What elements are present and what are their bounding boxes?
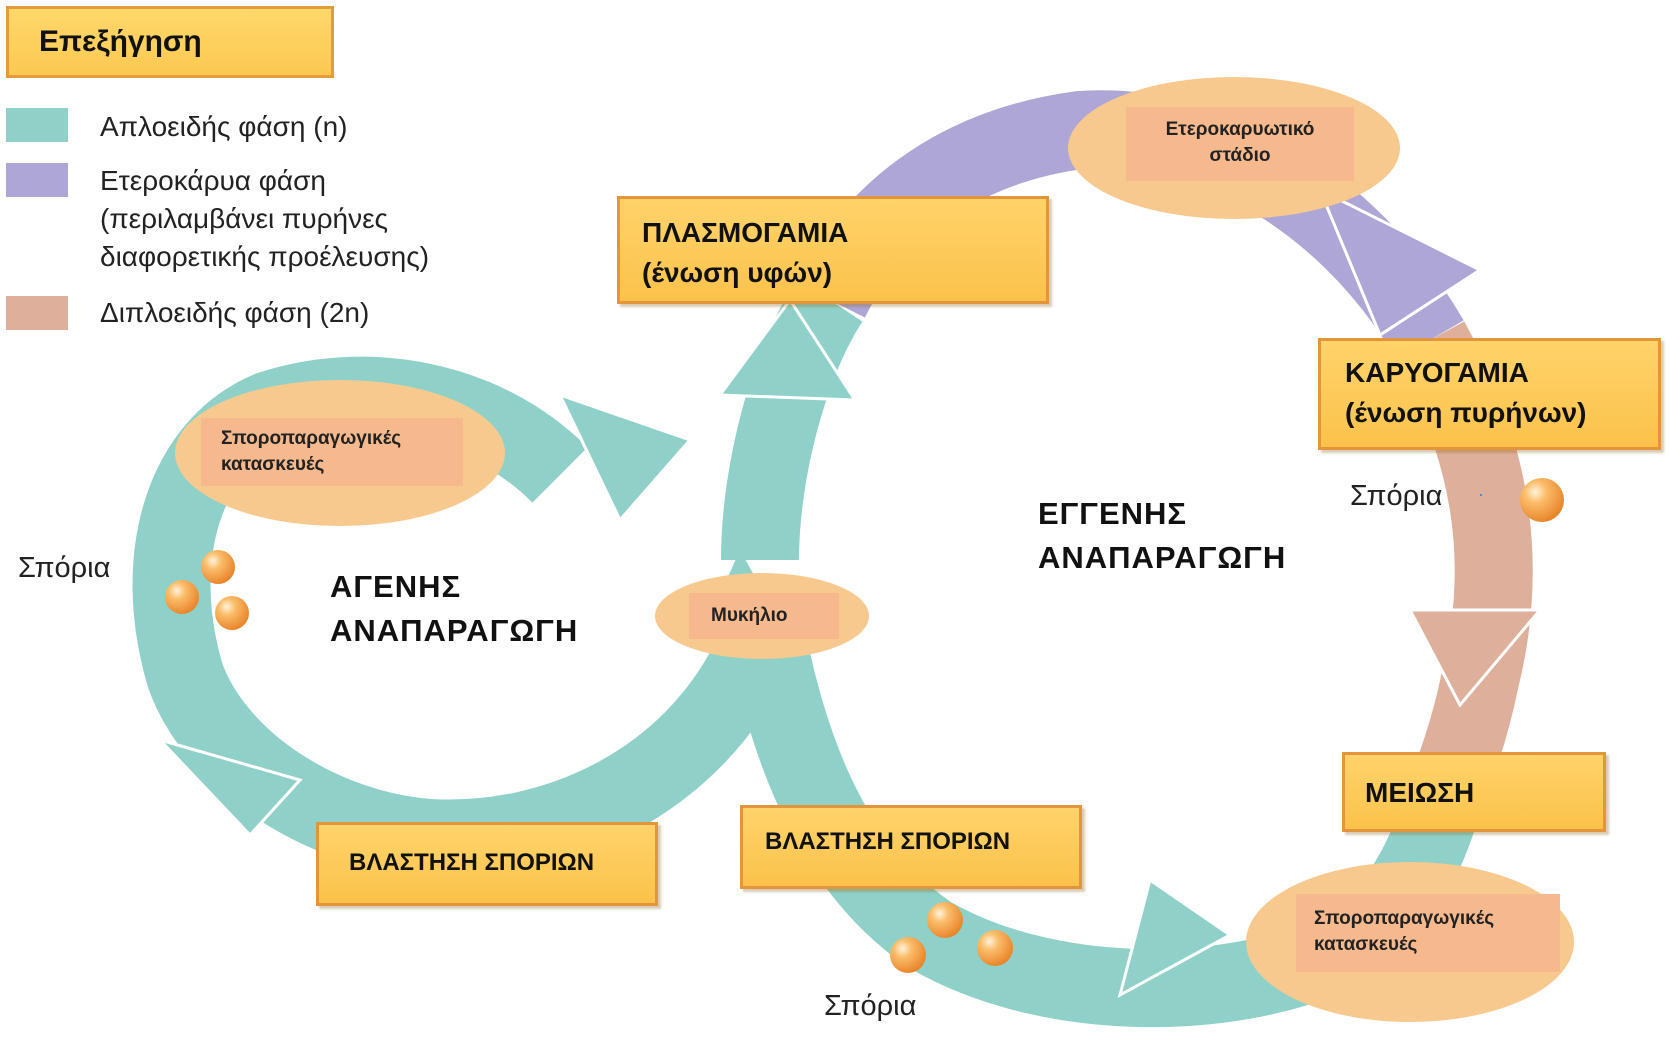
stage-subtitle: (ένωση πυρήνων): [1345, 397, 1587, 428]
arrowhead-asexual-bottom: [155, 737, 303, 838]
spore: [1520, 478, 1564, 522]
legend-swatch-diploid: [6, 296, 68, 330]
legend-label-haploid: Απλοειδής φάση (n): [100, 108, 347, 146]
legend-swatch-dikaryotic: [6, 163, 68, 197]
spores-label-right: Σπόρια: [1350, 480, 1443, 512]
spores-bottom: [890, 902, 1013, 973]
arrowhead-bottom: [1117, 877, 1233, 998]
oval-line: κατασκευές: [1314, 934, 1418, 955]
asexual-reproduction-label: ΑΓΕΝΗΣ ΑΝΑΠΑΡΑΓΩΓΗ: [330, 565, 578, 653]
oval-line: στάδιο: [1209, 145, 1271, 166]
arrowhead-plasmogamy: [717, 297, 858, 402]
oval-heterokaryotic-stage: Ετεροκαρυωτικό στάδιο: [1068, 77, 1400, 219]
legend-line: Απλοειδής φάση (n): [100, 111, 348, 142]
legend-label-diploid: Διπλοειδής φάση (2n): [100, 294, 369, 332]
oval-line: Ετεροκαρυωτικό: [1165, 119, 1315, 140]
sexual-reproduction-label: ΕΓΓΕΝΗΣ ΑΝΑΠΑΡΑΓΩΓΗ: [1038, 492, 1286, 580]
oval-line: Μυκήλιο: [711, 605, 788, 626]
label-line: ΑΝΑΠΑΡΑΓΩΓΗ: [330, 613, 579, 648]
legend-line: Διπλοειδής φάση (2n): [100, 297, 370, 328]
oval-sporangia-right: Σποροπαραγωγικές κατασκευές: [1246, 862, 1574, 1022]
spore: [165, 580, 199, 614]
stage-plasmogamy: ΠΛΑΣΜΟΓΑΜΙΑ (ένωση υφών): [617, 196, 1049, 304]
legend-title: Επεξήγηση: [6, 6, 334, 78]
spore: [977, 930, 1013, 966]
stage-title: ΚΑΡΥΟΓΑΜΙΑ: [1345, 357, 1529, 388]
legend-line: (περιλαμβάνει πυρήνες: [100, 203, 389, 234]
oval-sporangia-left: Σποροπαραγωγικές κατασκευές: [175, 380, 505, 526]
oval-line: κατασκευές: [221, 454, 325, 475]
spores-marker-right: ·: [1478, 484, 1484, 504]
spores-right: [1520, 478, 1564, 522]
spore: [201, 550, 235, 584]
oval-line: Σποροπαραγωγικές: [1314, 908, 1495, 929]
stage-title: ΠΛΑΣΜΟΓΑΜΙΑ: [642, 217, 849, 248]
oval-mycelium: Μυκήλιο: [655, 573, 869, 659]
oval-line: Σποροπαραγωγικές: [221, 428, 402, 449]
spores-left: [165, 550, 249, 630]
stage-meiosis: ΜΕΙΩΣΗ: [1342, 752, 1606, 832]
spore: [215, 596, 249, 630]
label-line: ΑΓΕΝΗΣ: [330, 569, 462, 604]
arrowhead-asexual-top: [557, 392, 693, 523]
stage-germination-left: ΒΛΑΣΤΗΣΗ ΣΠΟΡΙΩΝ: [316, 822, 658, 906]
spore: [890, 937, 926, 973]
stage-karyogamy: ΚΑΡΥΟΓΑΜΙΑ (ένωση πυρήνων): [1318, 338, 1661, 450]
spores-label-bottom: Σπόρια: [824, 990, 917, 1022]
arrowhead-diploid: [1407, 608, 1544, 708]
spores-label-left: Σπόρια: [18, 552, 111, 584]
stage-title: ΒΛΑΣΤΗΣΗ ΣΠΟΡΙΩΝ: [349, 849, 595, 876]
label-line: ΕΓΓΕΝΗΣ: [1038, 496, 1187, 531]
legend-line: διαφορετικής προέλευσης): [100, 241, 430, 272]
stage-title: ΒΛΑΣΤΗΣΗ ΣΠΟΡΙΩΝ: [765, 828, 1011, 855]
stage-title: ΜΕΙΩΣΗ: [1365, 777, 1475, 808]
legend-swatch-haploid: [6, 108, 68, 142]
legend-label-dikaryotic: Ετεροκάρυα φάση (περιλαμβάνει πυρήνες δι…: [100, 162, 429, 276]
legend-line: Ετεροκάρυα φάση: [100, 165, 326, 196]
spore: [927, 902, 963, 938]
stage-germination-right: ΒΛΑΣΤΗΣΗ ΣΠΟΡΙΩΝ: [740, 805, 1082, 889]
arrowhead-dikaryotic: [1317, 186, 1484, 338]
stage-subtitle: (ένωση υφών): [642, 257, 833, 288]
label-line: ΑΝΑΠΑΡΑΓΩΓΗ: [1038, 540, 1287, 575]
